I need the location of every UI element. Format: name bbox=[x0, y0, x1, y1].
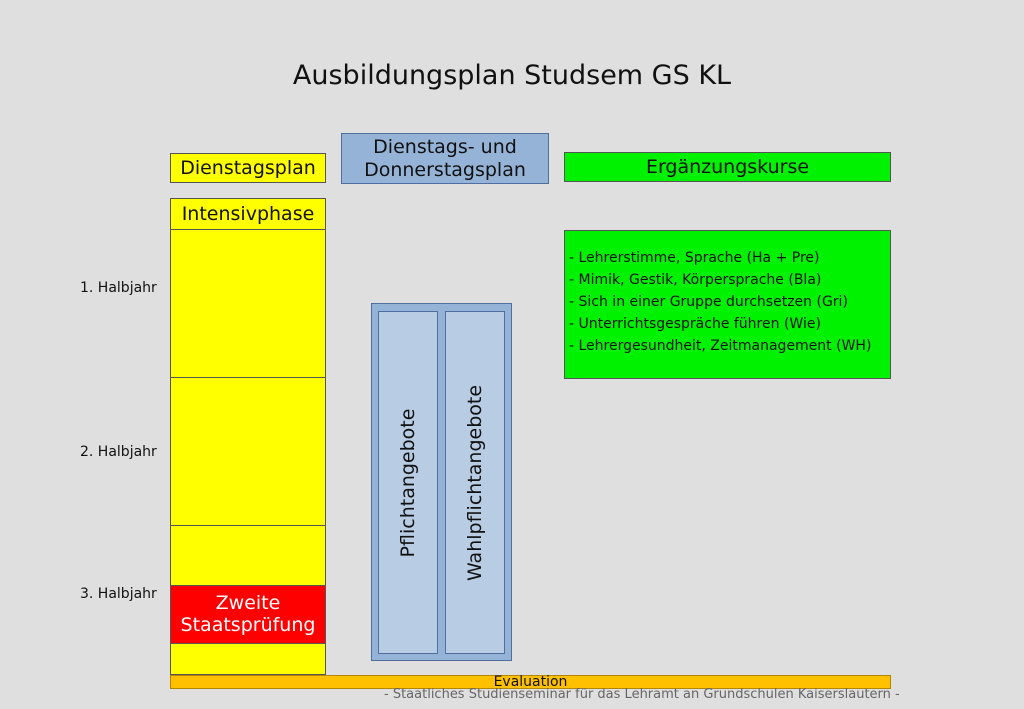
zweite-line2: Staatsprüfung bbox=[180, 613, 316, 636]
footer-text: - Staatliches Studienseminar für das Leh… bbox=[384, 687, 900, 702]
course-item: - Sich in einer Gruppe durchsetzen (Gri) bbox=[569, 294, 848, 310]
intensivphase-box: Intensivphase bbox=[170, 198, 326, 230]
header-ergaenzungskurse: Ergänzungskurse bbox=[564, 152, 891, 182]
header-ergaenzungskurse-label: Ergänzungskurse bbox=[645, 155, 810, 178]
header-dienstagsplan: Dienstagsplan bbox=[170, 153, 326, 183]
evaluation-bar: Evaluation bbox=[170, 673, 891, 690]
header-dd-line2: Donnerstagsplan bbox=[364, 158, 526, 181]
halbjahr-1-cell bbox=[170, 229, 326, 378]
course-item: - Mimik, Gestik, Körpersprache (Bla) bbox=[569, 272, 822, 288]
zweite-staatspruefung-box: Zweite Staatsprüfung bbox=[170, 585, 326, 644]
pflichtangebote-label: Pflichtangebote bbox=[397, 408, 419, 557]
wahlpflichtangebote-label: Wahlpflichtangebote bbox=[464, 384, 486, 581]
intensivphase-label: Intensivphase bbox=[181, 202, 315, 225]
row-label-halbjahr-2: 2. Halbjahr bbox=[80, 444, 157, 460]
wahlpflichtangebote-column: Wahlpflichtangebote bbox=[445, 311, 505, 654]
page-title: Ausbildungsplan Studsem GS KL bbox=[292, 60, 732, 91]
course-item: - Lehrergesundheit, Zeitmanagement (WH) bbox=[569, 338, 872, 354]
zweite-line1: Zweite bbox=[215, 591, 281, 614]
pflichtangebote-column: Pflichtangebote bbox=[378, 311, 438, 654]
evaluation-label: Evaluation bbox=[493, 673, 568, 690]
row-label-halbjahr-1: 1. Halbjahr bbox=[80, 280, 157, 296]
row-label-halbjahr-3: 3. Halbjahr bbox=[80, 586, 157, 602]
header-dienstagsplan-label: Dienstagsplan bbox=[180, 156, 316, 179]
ergaenzungskurse-list: - Lehrerstimme, Sprache (Ha + Pre) - Mim… bbox=[564, 230, 891, 379]
halbjahr-2-cell bbox=[170, 377, 326, 526]
header-dd-line1: Dienstags- und bbox=[373, 135, 517, 158]
header-dienstags-donnerstagsplan: Dienstags- und Donnerstagsplan bbox=[341, 133, 549, 184]
course-item: - Unterrichtsgespräche führen (Wie) bbox=[569, 316, 821, 332]
course-item: - Lehrerstimme, Sprache (Ha + Pre) bbox=[569, 250, 820, 266]
